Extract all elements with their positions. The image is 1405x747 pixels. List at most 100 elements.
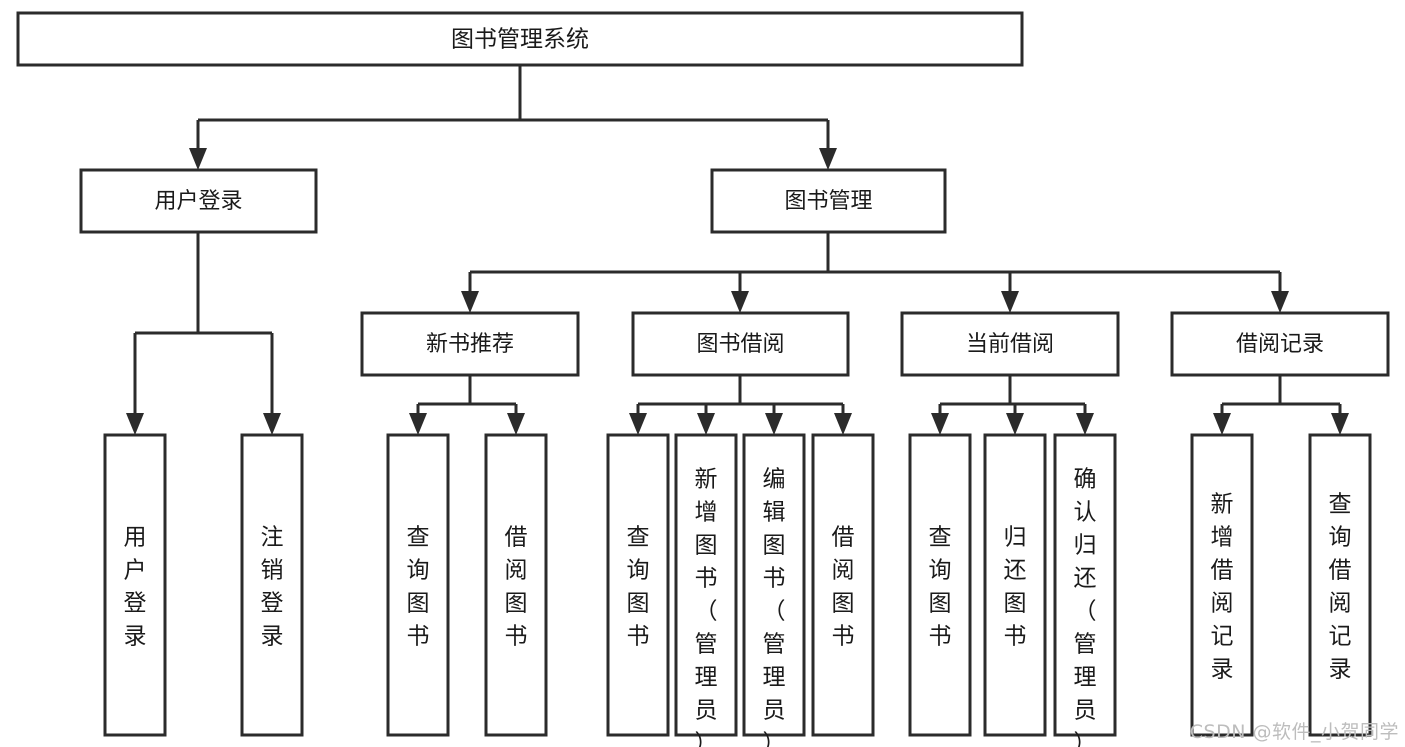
leaf-label-char: 录 [1329, 657, 1352, 683]
level3-node-borrow-record[interactable]: 借阅记录 [1170, 311, 1390, 377]
node-box[interactable] [900, 311, 1120, 377]
leaf-label-char: 理 [695, 665, 718, 691]
arrow-head-icon [1006, 413, 1024, 435]
leaf-label-char: 管 [695, 632, 718, 658]
arrow-head-icon [126, 413, 144, 435]
leaf-box[interactable] [1053, 433, 1117, 737]
connector-group-borrow-record-to-leaves [1213, 375, 1349, 435]
connector-group-book-manage-to-level3 [461, 232, 1289, 313]
leaf-box[interactable] [983, 433, 1047, 737]
leaf-label-char: 询 [627, 558, 650, 584]
leaf-box[interactable] [908, 433, 972, 737]
node-box[interactable] [360, 311, 580, 377]
leaf-label-char: 新 [1211, 492, 1234, 518]
leaf-label-char: 图 [407, 591, 430, 617]
arrow-head-icon [765, 413, 783, 435]
leaf-label-char: 书 [505, 624, 528, 650]
arrow-head-icon [1001, 291, 1019, 313]
leaf-label-char: 图 [929, 591, 952, 617]
leaf-label-char: 认 [1074, 500, 1097, 526]
leaf-label-char: 管 [763, 632, 786, 658]
node-box[interactable] [631, 311, 850, 377]
leaf-label-char: 图 [627, 591, 650, 617]
leaf-label-char: 归 [1004, 525, 1027, 551]
leaf-box[interactable] [742, 433, 806, 737]
leaf-box[interactable] [606, 433, 670, 737]
leaf-box[interactable] [1190, 433, 1254, 737]
node-box[interactable] [16, 11, 1024, 67]
leaf-label-char: 图 [763, 533, 786, 559]
arrow-head-icon [1331, 413, 1349, 435]
level3-node-book-borrow[interactable]: 图书借阅 [631, 311, 850, 377]
leaf-box[interactable] [811, 433, 875, 737]
leaf-label-char: 书 [832, 624, 855, 650]
leaf-label-char: 新 [695, 467, 718, 493]
leaf-label-char: 图 [832, 591, 855, 617]
node-box[interactable] [710, 168, 947, 234]
arrow-head-icon [629, 413, 647, 435]
leaf-label-char: 录 [1211, 657, 1234, 683]
leaf-box[interactable] [103, 433, 167, 737]
node-label: 用户登录 [154, 189, 242, 214]
leaf-label-char: ） [763, 731, 786, 747]
arrow-head-icon [834, 413, 852, 435]
arrow-head-icon [263, 413, 281, 435]
leaf-node-leaf-user-login[interactable]: 用户登录 [103, 433, 167, 737]
level3-node-new-book-recommend[interactable]: 新书推荐 [360, 311, 580, 377]
arrow-head-icon [931, 413, 949, 435]
level2-node-book-manage[interactable]: 图书管理 [710, 168, 947, 234]
level3-node-current-borrow[interactable]: 当前借阅 [900, 311, 1120, 377]
leaf-label: 用户登录 [124, 525, 147, 650]
connector-group-root-to-level2 [189, 65, 837, 170]
arrow-head-icon [1271, 291, 1289, 313]
leaf-label-char: 理 [763, 665, 786, 691]
leaf-label-char: 员 [763, 698, 786, 724]
arrow-head-icon [461, 291, 479, 313]
leaf-label-char: 询 [407, 558, 430, 584]
leaf-box[interactable] [386, 433, 450, 737]
node-box[interactable] [79, 168, 318, 234]
leaf-label-char: 借 [832, 525, 855, 551]
leaf-label-char: 借 [1329, 558, 1352, 584]
node-label: 图书管理 [784, 189, 872, 214]
arrow-head-icon [1213, 413, 1231, 435]
leaf-label-char: 查 [1329, 492, 1352, 518]
leaf-label-char: 阅 [1329, 591, 1352, 617]
level2-node-user-login[interactable]: 用户登录 [79, 168, 318, 234]
leaf-label-char: 图 [1004, 591, 1027, 617]
leaf-box[interactable] [1308, 433, 1372, 737]
leaf-box[interactable] [674, 433, 738, 737]
leaf-label-char: 书 [929, 624, 952, 650]
node-box[interactable] [1170, 311, 1390, 377]
leaf-label-char: 增 [695, 500, 718, 526]
leaf-label-char: 图 [695, 533, 718, 559]
leaf-label-char: 还 [1004, 558, 1027, 584]
leaf-label-char: 书 [627, 624, 650, 650]
leaf-box[interactable] [240, 433, 304, 737]
arrow-head-icon [1076, 413, 1094, 435]
leaf-label-char: 户 [124, 558, 147, 584]
arrow-head-icon [507, 413, 525, 435]
leaf-box[interactable] [484, 433, 548, 737]
root-node-book-management-system[interactable]: 图书管理系统 [16, 11, 1024, 67]
leaf-label-char: 员 [1074, 698, 1097, 724]
